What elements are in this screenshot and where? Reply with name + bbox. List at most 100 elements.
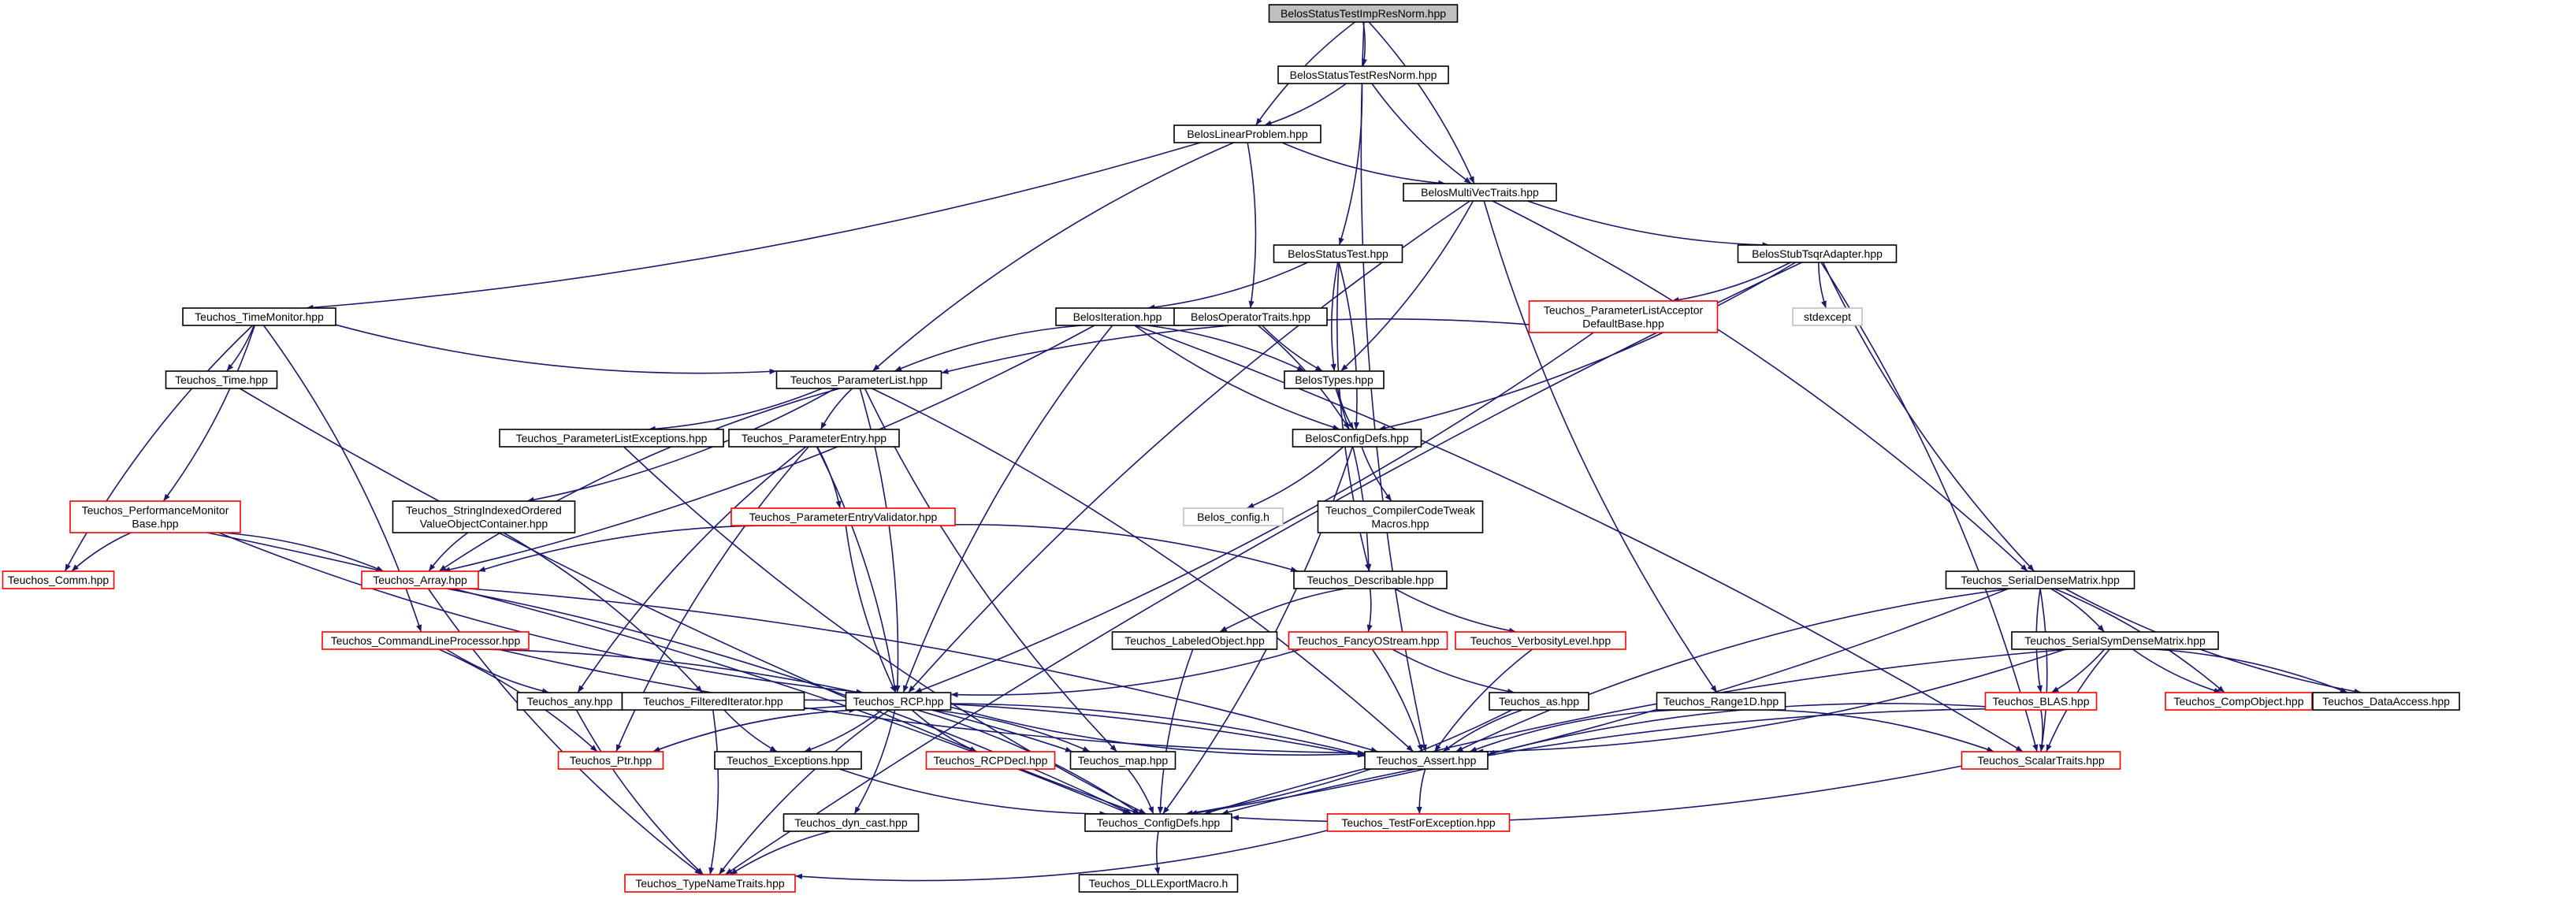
node-stattest[interactable]: BelosStatusTest.hpp [1273,244,1403,263]
edge-serialsym-to-compobject [2132,648,2221,693]
node-compobject[interactable]: Teuchos_CompObject.hpp [2165,692,2313,711]
edge-stattest-to-belosconfig [1338,262,1360,430]
edge-line [1455,588,2011,752]
node-as[interactable]: Teuchos_as.hpp [1489,692,1589,711]
node-label: BelosStatusTestImpResNorm.hpp [1281,7,1446,20]
node-filtered[interactable]: Teuchos_FilteredIterator.hpp [621,692,805,711]
node-plexc[interactable]: Teuchos_ParameterListExceptions.hpp [499,429,724,448]
edge-configdefs-to-dllexport [1154,830,1161,875]
edge-line [1492,200,2028,572]
edge-line [652,709,857,752]
edge-range1d-to-assert [1469,709,1678,752]
node-timemon[interactable]: Teuchos_TimeMonitor.hpp [182,307,336,326]
node-time[interactable]: Teuchos_Time.hpp [165,370,278,389]
node-serialsym[interactable]: Teuchos_SerialSymDenseMatrix.hpp [2011,631,2219,650]
node-box [1292,429,1422,448]
node-dyncast[interactable]: Teuchos_dyn_cast.hpp [782,813,920,832]
node-testforexc[interactable]: Teuchos_TestForException.hpp [1326,813,1511,832]
edge-describable-to-labeled [1219,588,1346,633]
node-label: Teuchos_ParameterEntryValidator.hpp [749,511,938,523]
edge-testforexc-to-typename [794,830,1328,882]
edge-line [1203,648,2070,815]
node-box [1455,631,1626,650]
node-typename[interactable]: Teuchos_TypeNameTraits.hpp [624,874,796,893]
node-label: Teuchos_Assert.hpp [1377,754,1477,767]
node-label: Teuchos_TimeMonitor.hpp [195,310,324,323]
node-belostypes[interactable]: BelosTypes.hpp [1284,370,1385,389]
node-fancy[interactable]: Teuchos_FancyOStream.hpp [1288,631,1448,650]
edge-array-to-configdefs [446,588,1132,815]
node-serialdense[interactable]: Teuchos_SerialDenseMatrix.hpp [1945,570,2136,589]
node-range1d[interactable]: Teuchos_Range1D.hpp [1656,692,1786,711]
node-stubtsqr[interactable]: BelosStubTsqrAdapter.hpp [1737,244,1898,263]
node-box [1183,507,1284,526]
node-plist[interactable]: Teuchos_ParameterList.hpp [775,370,942,389]
edge-line [1189,588,2009,816]
node-comm[interactable]: Teuchos_Comm.hpp [2,570,115,589]
node-box [1945,570,2136,589]
edge-line [1340,200,1474,372]
node-assert[interactable]: Teuchos_Assert.hpp [1364,751,1489,770]
node-label: Teuchos_DataAccess.hpp [2322,695,2450,708]
edge-line [71,532,132,572]
node-label: Teuchos_FilteredIterator.hpp [643,695,783,708]
edge-line [718,709,890,875]
node-label: Teuchos_ConfigDefs.hpp [1097,816,1221,829]
node-array[interactable]: Teuchos_Array.hpp [361,570,479,589]
node-blas[interactable]: Teuchos_BLAS.hpp [1984,692,2098,711]
node-rcp[interactable]: Teuchos_RCP.hpp [845,692,952,711]
node-dllexport[interactable]: Teuchos_DLLExportMacro.h [1078,874,1239,893]
node-layer: BelosStatusTestImpResNorm.hppBelosStatus… [2,4,2460,893]
edge-rcp-to-ptr [652,709,857,752]
node-map[interactable]: Teuchos_map.hpp [1069,751,1176,770]
edge-stubtsqr-to-stdexcept [1818,262,1827,309]
edge-line [723,709,778,752]
node-ptr[interactable]: Teuchos_Ptr.hpp [557,751,664,770]
node-scalartraits[interactable]: Teuchos_ScalarTraits.hpp [1961,751,2121,770]
node-placcept[interactable]: Teuchos_ParameterListAcceptorDefaultBase… [1528,300,1719,333]
node-sresnorm[interactable]: BelosStatusTestResNorm.hpp [1277,65,1449,84]
node-rcpdecl[interactable]: Teuchos_RCPDecl.hpp [925,751,1056,770]
node-label: Teuchos_RCP.hpp [853,695,944,708]
edge-serialsym-to-blas [2050,648,2106,693]
node-box [775,370,942,389]
node-strindexed[interactable]: Teuchos_StringIndexedOrderedValueObjectC… [392,500,576,533]
edge-line [724,262,1803,875]
node-optraits[interactable]: BelosOperatorTraits.hpp [1173,307,1328,326]
node-dataaccess[interactable]: Teuchos_DataAccess.hpp [2312,692,2460,711]
node-configdefs[interactable]: Teuchos_ConfigDefs.hpp [1084,813,1232,832]
edge-perfmon-to-rcp [218,532,864,695]
node-stdexcept[interactable]: stdexcept [1792,307,1863,326]
edge-timemon-to-plist [335,324,777,375]
node-verbosity[interactable]: Teuchos_VerbosityLevel.hpp [1455,631,1626,650]
node-box [361,570,479,589]
edge-line [1221,708,1986,816]
node-any[interactable]: Teuchos_any.hpp [516,692,623,711]
node-belosconfigh[interactable]: Belos_config.h [1183,507,1284,526]
node-labeled[interactable]: Teuchos_LabeledObject.hpp [1111,631,1278,650]
node-box [1528,300,1719,333]
node-root[interactable]: BelosStatusTestImpResNorm.hpp [1268,4,1459,23]
node-belosconfig[interactable]: BelosConfigDefs.hpp [1292,429,1422,448]
edge-mvt-to-belostypes [1340,200,1474,372]
edge-iteration-to-plist [894,325,1082,372]
node-box [1069,751,1176,770]
node-describable[interactable]: Teuchos_Describable.hpp [1293,570,1448,589]
node-cmdline[interactable]: Teuchos_CommandLineProcessor.hpp [322,631,530,650]
node-pentry[interactable]: Teuchos_ParameterEntry.hpp [728,429,900,448]
node-mvt[interactable]: BelosMultiVecTraits.hpp [1403,183,1557,202]
node-box [925,751,1056,770]
node-iteration[interactable]: BelosIteration.hpp [1055,307,1180,326]
node-box [1273,244,1403,263]
node-pevalid[interactable]: Teuchos_ParameterEntryValidator.hpp [730,507,956,526]
edge-line [1483,200,1718,693]
edge-verbosity-to-assert [1433,648,1533,752]
node-linprob[interactable]: BelosLinearProblem.hpp [1173,124,1321,143]
node-exceptions[interactable]: Teuchos_Exceptions.hpp [714,751,862,770]
edge-line [1820,262,2039,752]
node-box [621,692,805,711]
edge-line [428,532,469,572]
node-box [1078,874,1239,893]
